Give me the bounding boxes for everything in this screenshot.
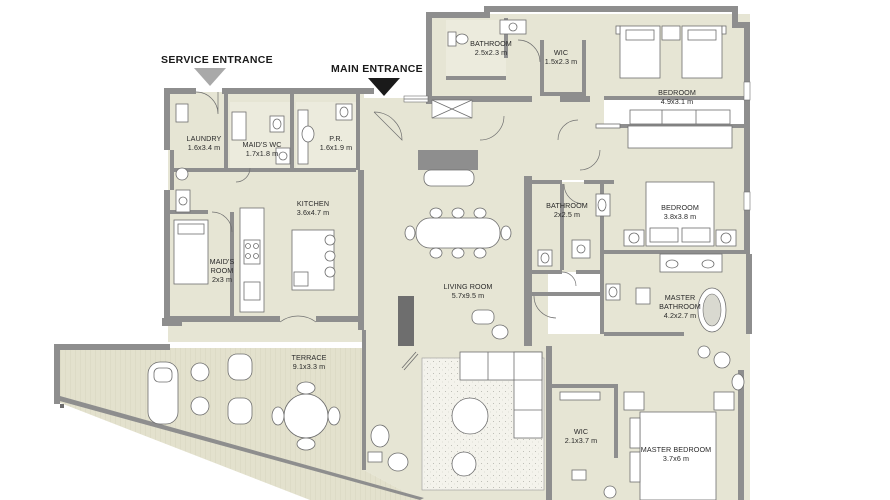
room-labels: BATHROOM 2.5x2.3 m WIC 1.5x2.3 m BEDROOM… [187, 39, 712, 463]
room-size: 3.7x6 m [663, 454, 689, 463]
room-name: LIVING ROOM [443, 282, 492, 291]
room-name: BATHROOM [546, 201, 588, 210]
maids-room-furniture [173, 219, 209, 285]
room-name: P.R. [329, 134, 342, 143]
room-name: WIC [574, 427, 588, 436]
room-name: BATHROOM [470, 39, 512, 48]
room-size: 9.1x3.3 m [293, 362, 325, 371]
doors [195, 39, 601, 323]
room-name: MASTER BEDROOM [641, 445, 712, 454]
room-size: 3.6x4.7 m [297, 208, 329, 217]
room-name: KITCHEN [297, 199, 329, 208]
walls [54, 6, 752, 500]
room-name: BEDROOM [658, 88, 696, 97]
bedroom-mid-furniture [623, 181, 737, 247]
room-size: 5.7x9.5 m [452, 291, 484, 300]
room-size: 4.9x3.1 m [661, 97, 693, 106]
service-entrance-label: SERVICE ENTRANCE [161, 54, 273, 66]
living-room-furniture [367, 169, 545, 491]
windows [60, 81, 751, 408]
main-entrance-label: MAIN ENTRANCE [331, 63, 423, 75]
room-name: MAID'S WC [242, 140, 281, 149]
room-size: 2x3 m [212, 275, 232, 284]
room-size: 1.5x2.3 m [545, 57, 577, 66]
room-size: 4.2x2.7 m [664, 311, 696, 320]
bathroom-mid-fixtures [537, 193, 611, 267]
bathroom-top-fixtures [447, 19, 527, 47]
kitchen-furniture [239, 207, 336, 313]
room-size: 2.1x3.7 m [565, 436, 597, 445]
terrace-furniture [147, 353, 341, 451]
room-size: 2x2.5 m [554, 210, 580, 219]
room-name: MASTER [665, 293, 696, 302]
room-size: 1.7x1.8 m [246, 149, 278, 158]
room-name: LAUNDRY [187, 134, 222, 143]
service-entrance-marker: SERVICE ENTRANCE [161, 54, 273, 86]
room-name: MAID'S [210, 257, 235, 266]
room-name: WIC [554, 48, 568, 57]
room-name-line2: ROOM [211, 266, 234, 275]
room-size: 1.6x1.9 m [320, 143, 352, 152]
pr-fixtures [297, 103, 353, 165]
main-entrance-marker: MAIN ENTRANCE [331, 63, 423, 96]
room-name: BEDROOM [661, 203, 699, 212]
maids-wc-fixtures [231, 111, 291, 165]
bedroom-top-furniture [595, 25, 733, 149]
room-name: TERRACE [291, 353, 326, 362]
master-bathroom-fixtures [605, 253, 727, 333]
room-size: 1.6x3.4 m [188, 143, 220, 152]
room-size: 3.8x3.8 m [664, 212, 696, 221]
room-name-line2: BATHROOM [659, 302, 701, 311]
laundry-fixtures [175, 103, 191, 213]
master-bedroom-furniture [559, 345, 745, 500]
room-size: 2.5x2.3 m [475, 48, 507, 57]
